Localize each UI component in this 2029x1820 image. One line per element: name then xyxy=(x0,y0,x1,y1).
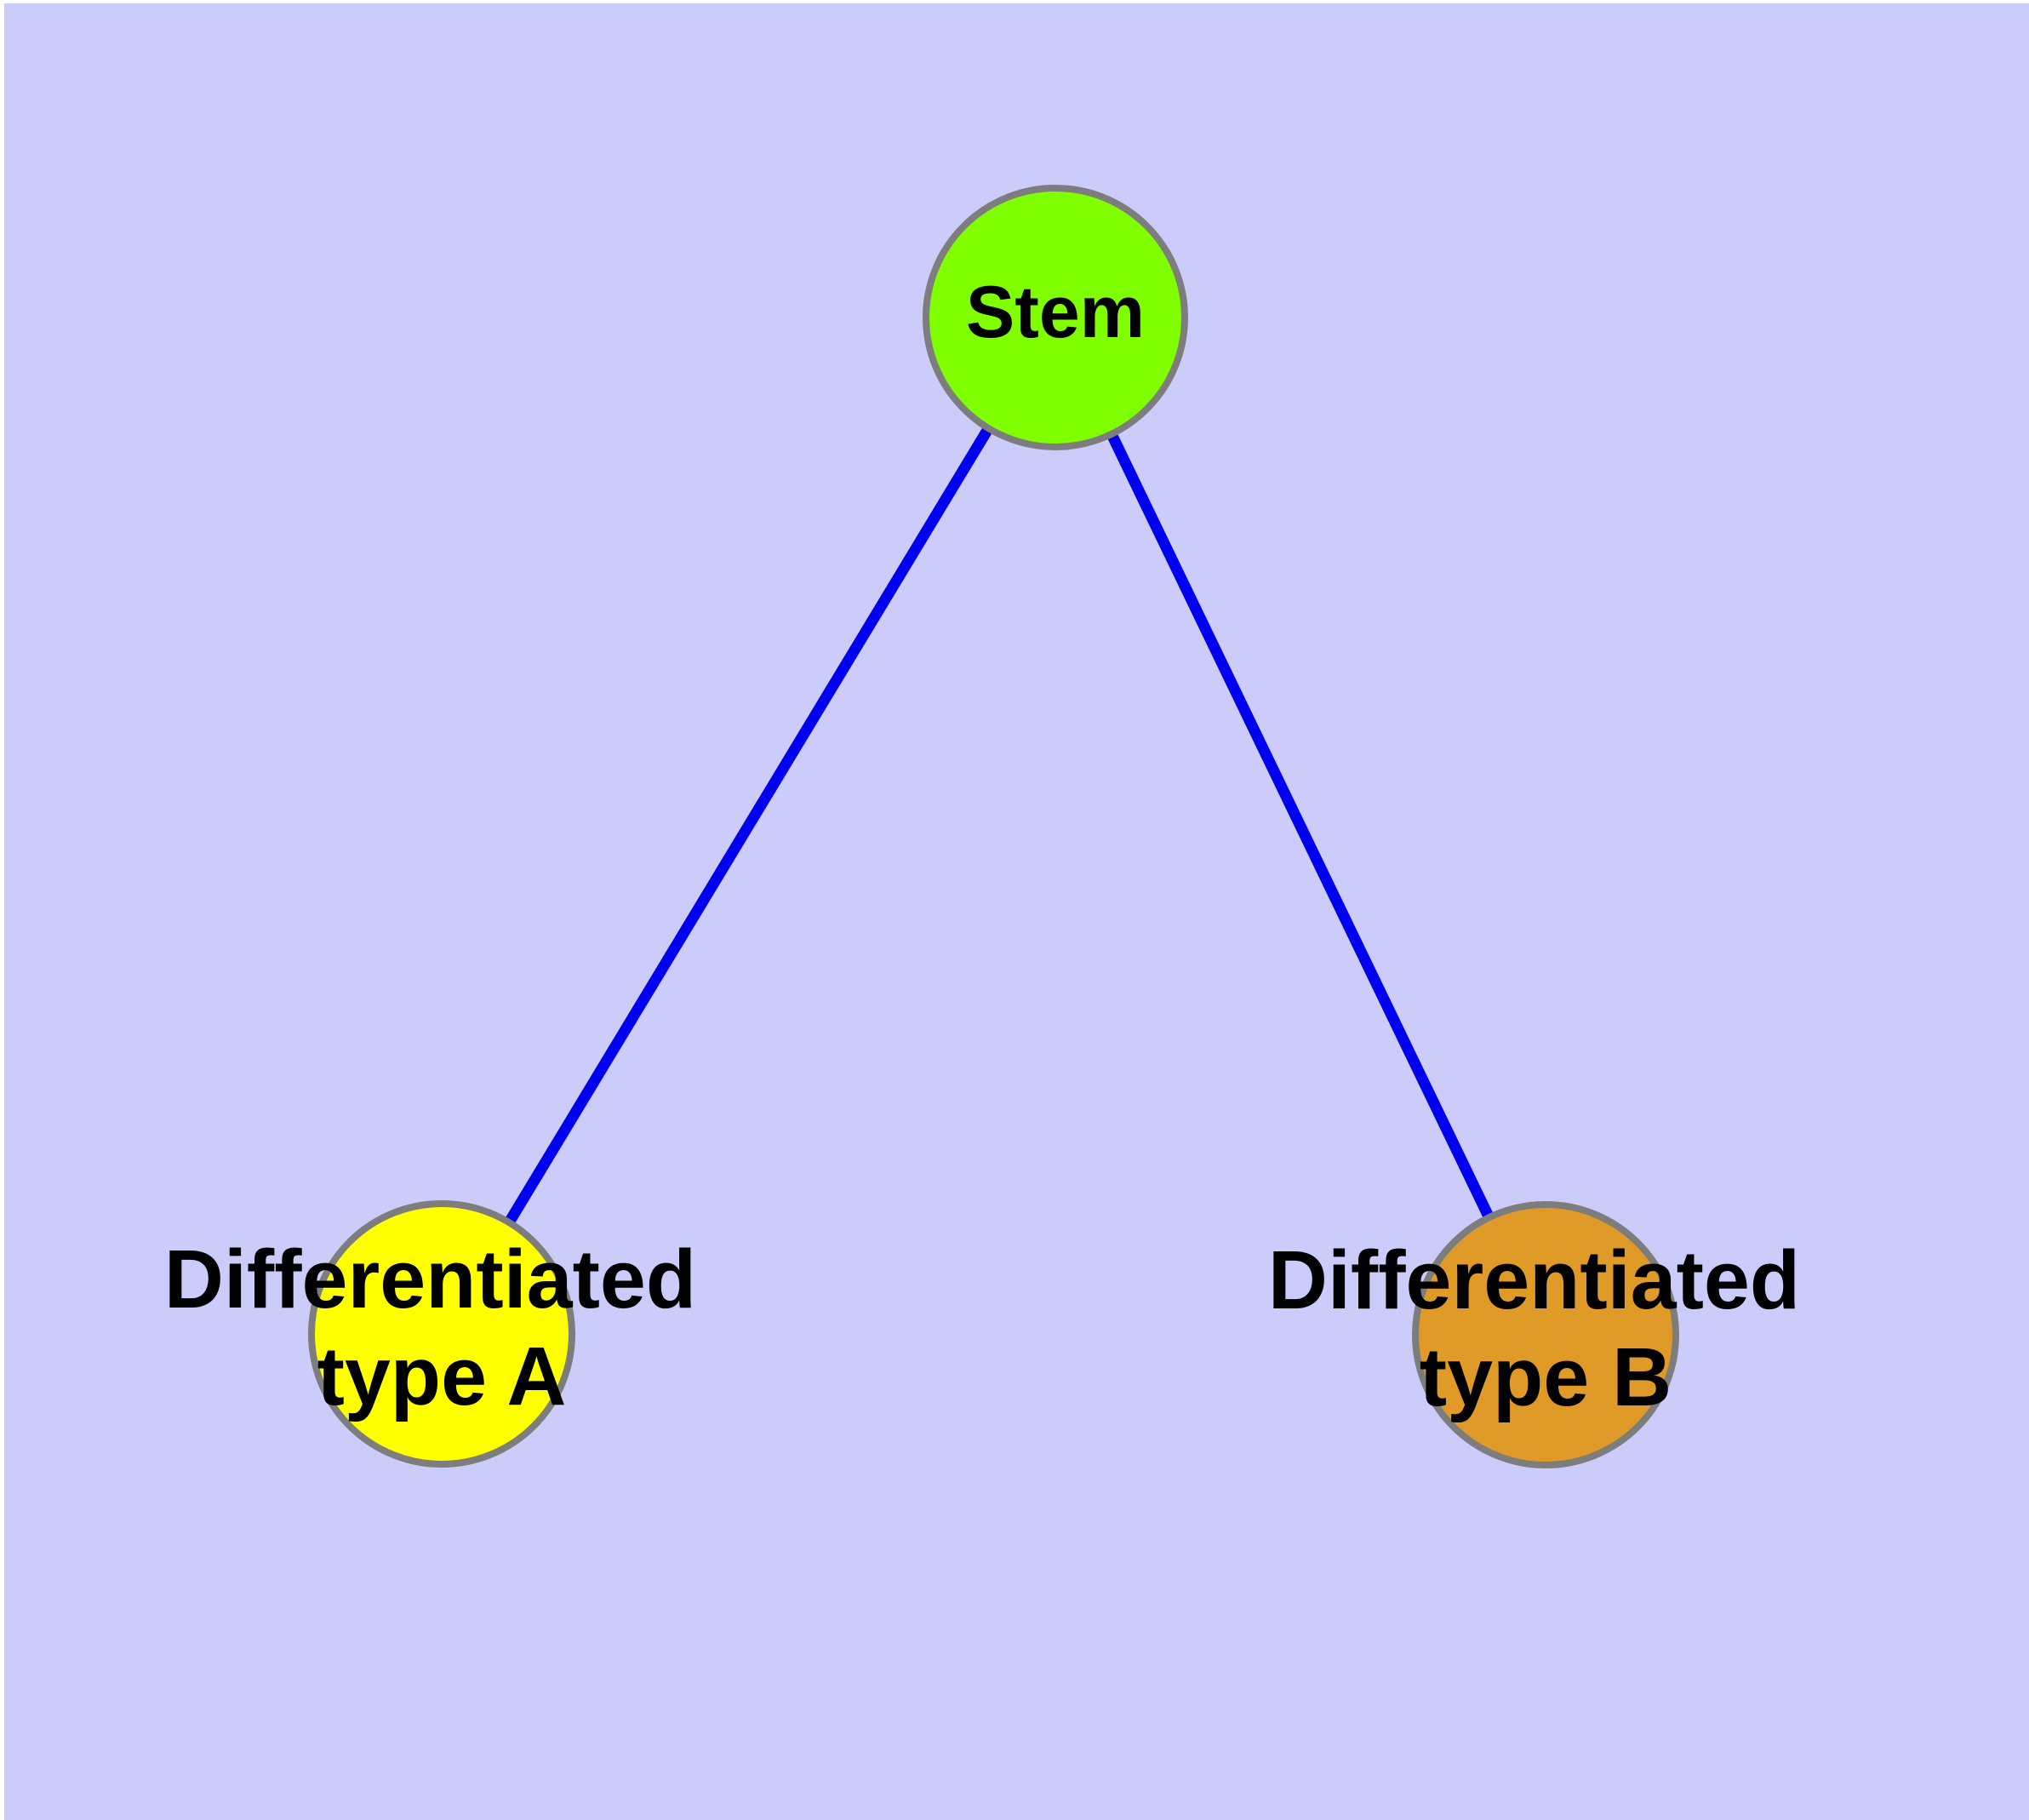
node-label-line: type A xyxy=(317,1330,567,1422)
node-label-line: type B xyxy=(1420,1331,1672,1423)
node-label-stem: Stem xyxy=(966,272,1145,353)
node-label-differentiated-type-b: Differentiated type B xyxy=(1268,1233,1823,1422)
node-circle-stem[interactable] xyxy=(923,185,1188,450)
node-label-line: Differentiated xyxy=(1268,1233,1800,1325)
node-label-line: Stem xyxy=(966,272,1145,353)
node-differentiated-type-a[interactable]: Differentiated type A xyxy=(164,1200,719,1468)
node-differentiated-type-b[interactable]: Differentiated type B xyxy=(1268,1201,1823,1468)
node-circle-differentiated-type-b[interactable] xyxy=(1412,1201,1679,1468)
edge-stem-to-differentiated-type-a[interactable] xyxy=(437,314,1060,1337)
node-layer: Differentiated type A Differentiated typ… xyxy=(164,185,1823,1468)
node-stem[interactable]: Stem xyxy=(923,185,1188,450)
edge-stem-to-differentiated-type-b[interactable] xyxy=(1050,315,1551,1337)
edge-layer xyxy=(437,314,1551,1337)
node-label-differentiated-type-a: Differentiated type A xyxy=(164,1232,719,1422)
node-circle-differentiated-type-a[interactable] xyxy=(308,1200,575,1468)
node-label-line: Differentiated xyxy=(164,1232,696,1325)
